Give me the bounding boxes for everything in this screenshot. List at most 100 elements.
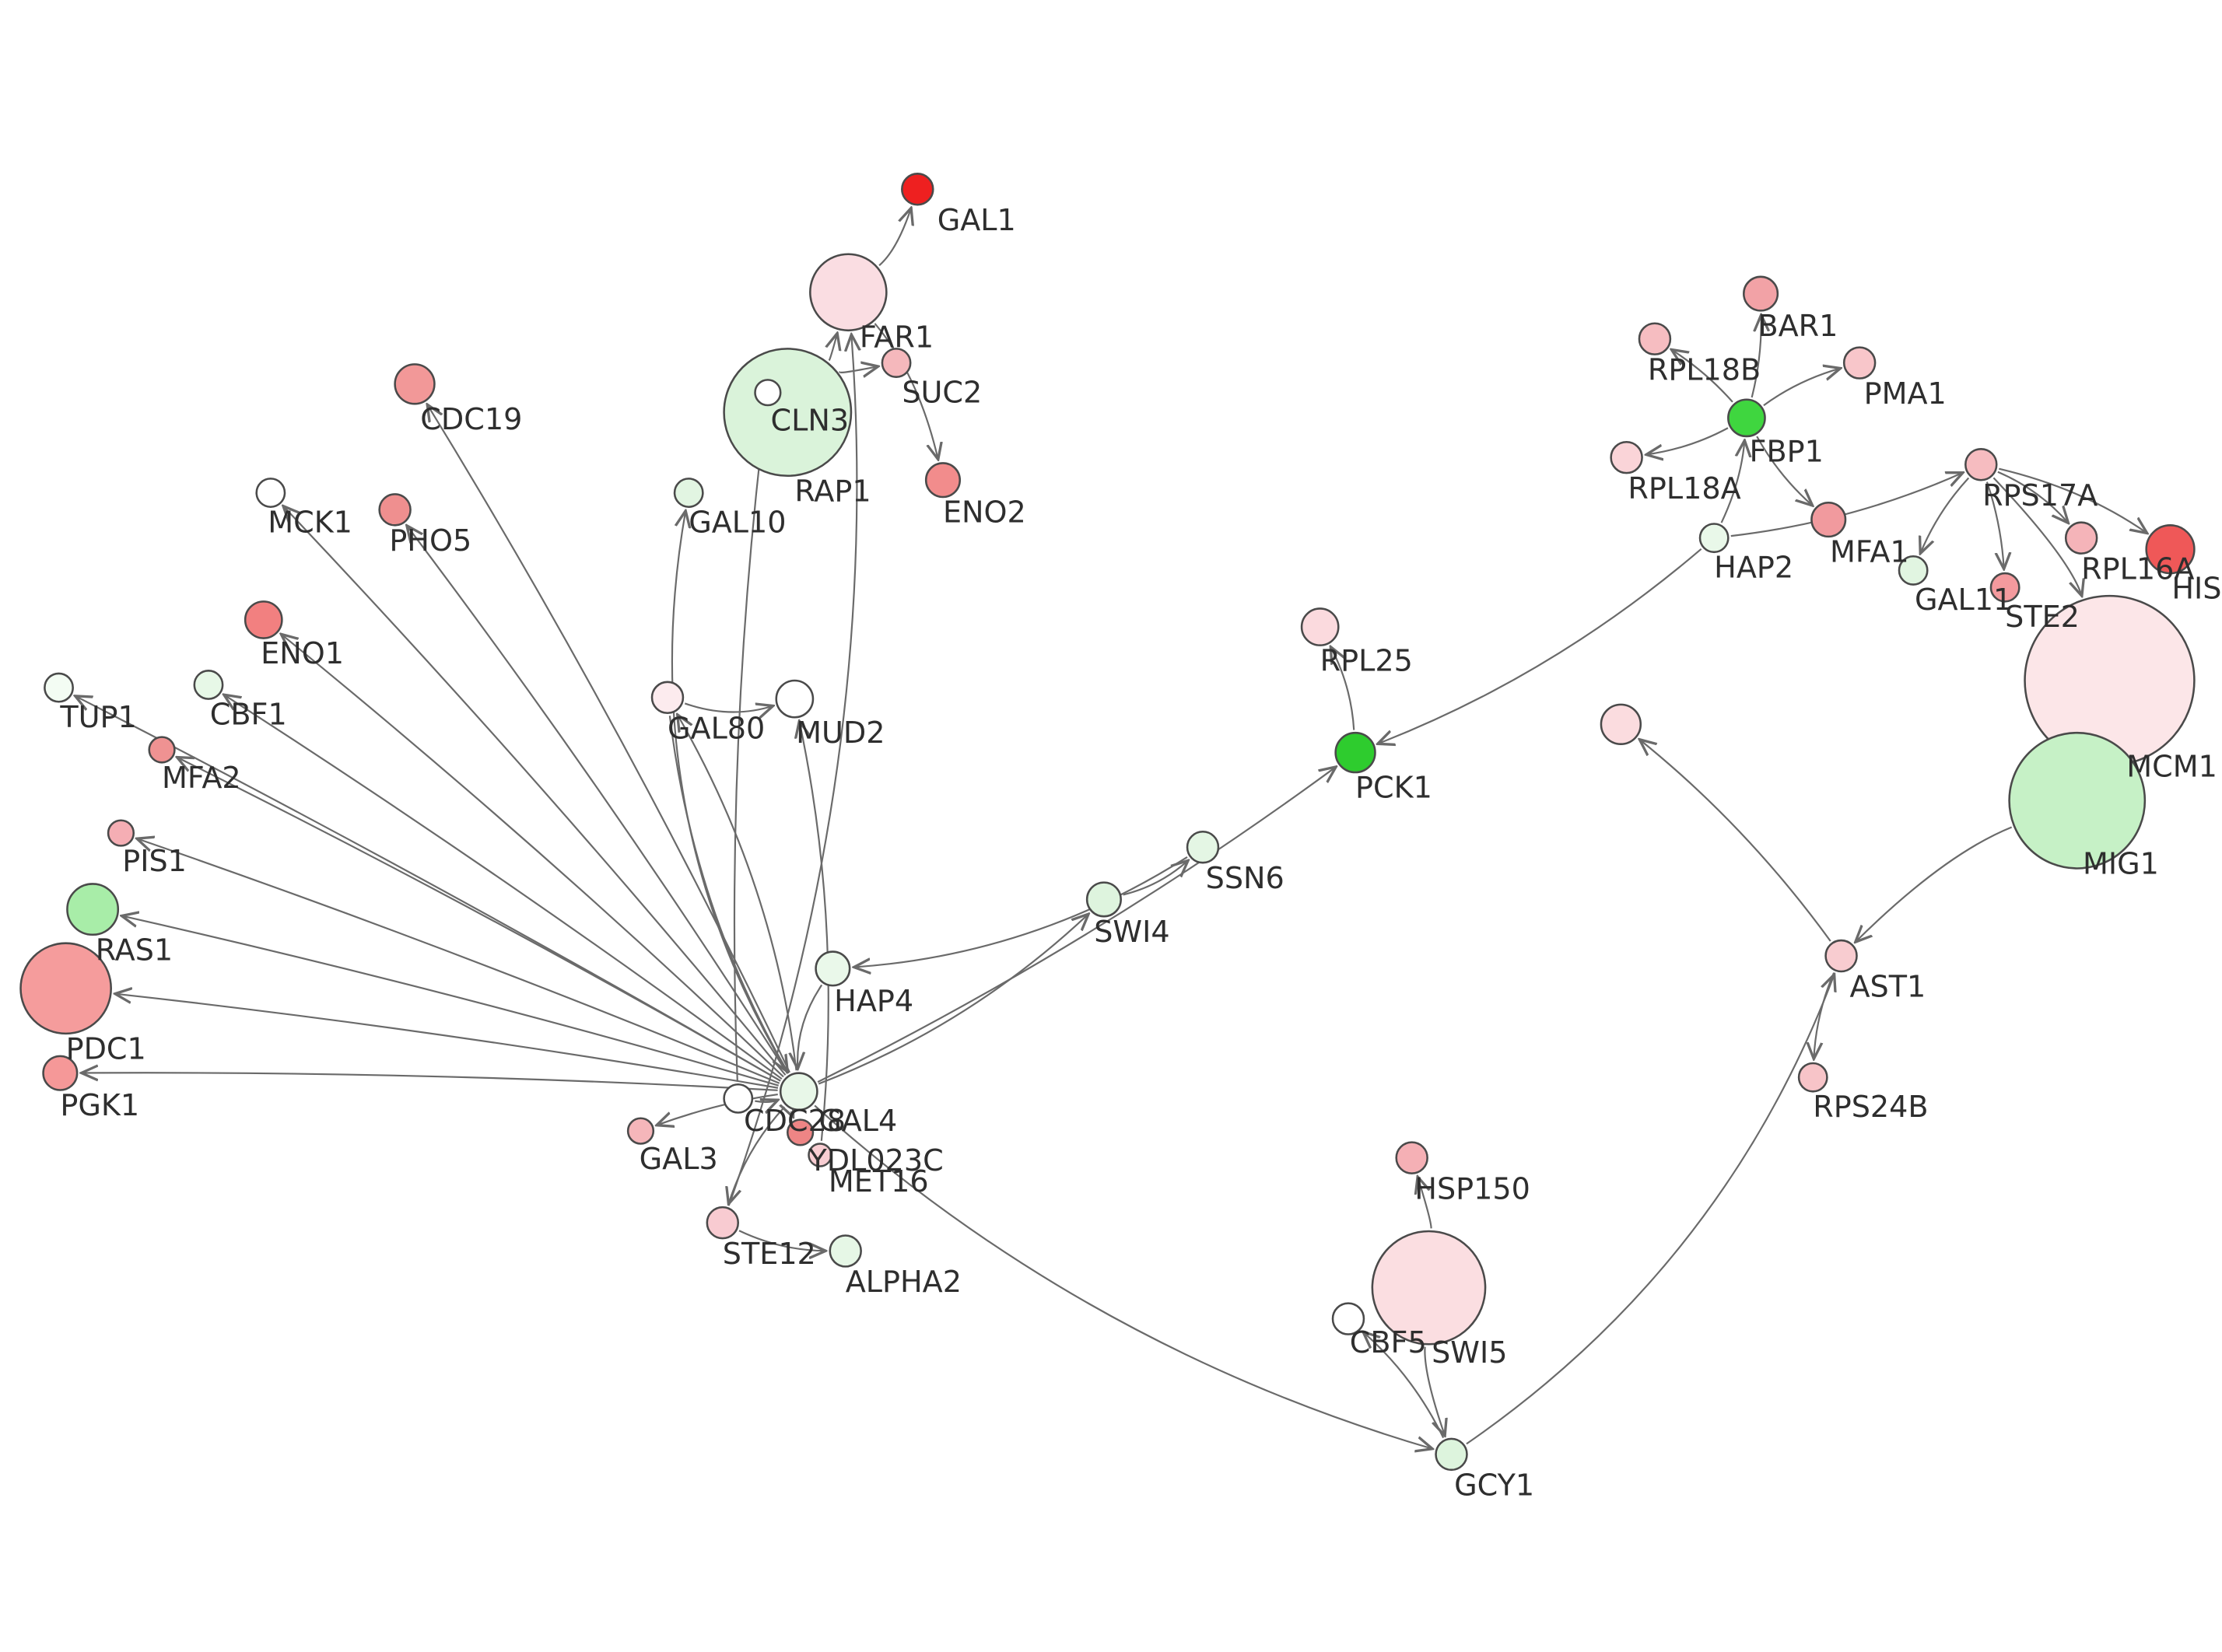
edge-GAL4-CDC19[interactable] — [427, 404, 790, 1073]
edge-RPS17A-STE2[interactable] — [1985, 481, 2004, 569]
edge-CDC28-GAL4[interactable] — [755, 1100, 778, 1102]
edge-GAL4-CBF1[interactable] — [224, 695, 783, 1080]
node-BAR1[interactable] — [1743, 275, 1779, 312]
node-TUP1[interactable] — [44, 672, 74, 703]
node-AST1[interactable] — [1824, 939, 1858, 973]
node-ENO1[interactable] — [244, 600, 283, 639]
node-HSP150[interactable] — [1395, 1141, 1428, 1174]
edge-GAL4-YDL023C[interactable] — [791, 1111, 793, 1117]
node-CLN3[interactable] — [754, 379, 782, 407]
edge-GAL4-SWI4[interactable] — [818, 914, 1088, 1085]
edge-FBP1-RPL18A[interactable] — [1646, 427, 1729, 454]
edge-SSN6-HAP4[interactable] — [854, 856, 1188, 968]
edge-GAL4-PCK1[interactable] — [817, 767, 1336, 1083]
node-RPL18A[interactable] — [1610, 440, 1643, 474]
node-GCY1[interactable] — [1435, 1437, 1468, 1472]
node-HAP4[interactable] — [815, 950, 851, 987]
node-unlabeled[interactable] — [1600, 703, 1642, 745]
edge-RAP1-FAR1[interactable] — [829, 333, 838, 362]
edge-GAL4-MCK1[interactable] — [283, 506, 787, 1076]
node-GAL4[interactable] — [779, 1072, 818, 1111]
edge-HAP4-GAL4[interactable] — [797, 984, 823, 1069]
node-CBF5[interactable] — [1331, 1302, 1365, 1335]
edge-SWI5-HSP150[interactable] — [1418, 1177, 1432, 1229]
node-RPS17A[interactable] — [1964, 448, 1998, 481]
node-YDL023C[interactable] — [787, 1118, 815, 1146]
edge-AST1-NODE1[interactable] — [1639, 740, 1831, 942]
node-MFA1[interactable] — [1810, 502, 1847, 538]
edge-GAL4-ENO1[interactable] — [281, 634, 784, 1078]
edge-FBP1-MFA1[interactable] — [1756, 436, 1813, 506]
node-PIS1[interactable] — [107, 819, 135, 847]
edge-GCY1-CBF5[interactable] — [1363, 1332, 1445, 1439]
edge-HAP2-FBP1[interactable] — [1720, 440, 1745, 523]
node-GAL11[interactable] — [1898, 555, 1929, 586]
node-MIG1[interactable] — [2008, 731, 2147, 870]
node-SWI4[interactable] — [1085, 881, 1122, 918]
node-CBF1[interactable] — [193, 670, 224, 700]
edge-GAL4-GCY1[interactable] — [814, 1104, 1432, 1448]
node-ENO2[interactable] — [924, 462, 962, 499]
node-PGK1[interactable] — [42, 1055, 79, 1091]
edge-GAL4-PHO5[interactable] — [407, 526, 789, 1074]
node-MCK1[interactable] — [255, 478, 286, 508]
edge-SWI4-SSN6[interactable] — [1123, 860, 1189, 896]
node-RPL18B[interactable] — [1638, 322, 1672, 355]
node-SSN6[interactable] — [1186, 830, 1220, 864]
edge-GAL4-GAL80[interactable] — [678, 715, 797, 1071]
edge-RPS17A-MCM1[interactable] — [1992, 477, 2081, 596]
node-RAP1[interactable] — [723, 348, 853, 478]
edge-GAL4-PIS1[interactable] — [137, 838, 780, 1084]
edge-GAL4-MFA2[interactable] — [177, 758, 781, 1082]
node-PHO5[interactable] — [378, 493, 412, 527]
node-RPL16A[interactable] — [2064, 521, 2098, 555]
edge-FAR1-GAL1[interactable] — [878, 208, 911, 267]
edge-FBP1-PMA1[interactable] — [1763, 368, 1841, 407]
edge-GCY1-AST1[interactable] — [1466, 975, 1835, 1445]
edge-FBP1-BAR1[interactable] — [1751, 315, 1761, 398]
node-PDC1[interactable] — [19, 942, 112, 1035]
edge-FBP1-RPL18B[interactable] — [1671, 349, 1733, 403]
edge-GAL80-GAL4[interactable] — [668, 716, 787, 1072]
edge-GAL80-MUD2[interactable] — [684, 703, 773, 712]
edge-STE12-FAR1[interactable] — [727, 334, 857, 1206]
edge-GAL4-PGK1[interactable] — [82, 1073, 778, 1091]
node-HIS4[interactable] — [2145, 524, 2196, 575]
node-STE2[interactable] — [1989, 572, 2020, 603]
node-PMA1[interactable] — [1842, 346, 1877, 380]
node-GAL80[interactable] — [650, 681, 685, 715]
node-PCK1[interactable] — [1334, 731, 1376, 774]
edge-CDC28-CLN3[interactable] — [733, 409, 766, 1082]
node-GAL3[interactable] — [626, 1117, 655, 1145]
edge-GAL4-STE12[interactable] — [728, 1106, 786, 1204]
node-CDC19[interactable] — [394, 363, 436, 405]
node-MUD2[interactable] — [775, 679, 815, 719]
edge-PCK1-RPL25[interactable] — [1330, 647, 1355, 730]
node-FAR1[interactable] — [809, 253, 888, 332]
edge-STE12-ALPHA2[interactable] — [738, 1230, 825, 1251]
node-GAL10[interactable] — [673, 478, 704, 508]
node-RPS24B[interactable] — [1797, 1062, 1828, 1093]
edge-HAP2-RPS17A[interactable] — [1730, 473, 1963, 537]
node-MET16[interactable] — [808, 1143, 832, 1167]
edge-HAP2-PCK1[interactable] — [1378, 548, 1702, 744]
node-HAP2[interactable] — [1698, 523, 1730, 554]
node-SWI5[interactable] — [1371, 1230, 1487, 1346]
node-RAS1[interactable] — [66, 883, 120, 936]
edge-GAL4-RAS1[interactable] — [121, 915, 779, 1087]
node-RPL25[interactable] — [1300, 607, 1340, 646]
node-GAL1[interactable] — [901, 173, 934, 206]
node-FBP1[interactable] — [1727, 398, 1766, 438]
edge-RAP1-SUC2[interactable] — [839, 366, 878, 373]
node-MFA2[interactable] — [148, 736, 176, 764]
edge-GAL4-PDC1[interactable] — [115, 994, 779, 1089]
node-STE12[interactable] — [706, 1206, 740, 1240]
edge-MIG1-AST1[interactable] — [1856, 826, 2013, 942]
node-ALPHA2[interactable] — [829, 1234, 862, 1268]
edge-RPS17A-RPL16A[interactable] — [1997, 471, 2069, 523]
edge-SWI5-GCY1[interactable] — [1424, 1346, 1445, 1436]
edge-FAR1-ENO2[interactable] — [874, 323, 938, 460]
edge-RPS17A-GAL11[interactable] — [1920, 477, 1970, 554]
node-CDC28[interactable] — [723, 1083, 754, 1114]
